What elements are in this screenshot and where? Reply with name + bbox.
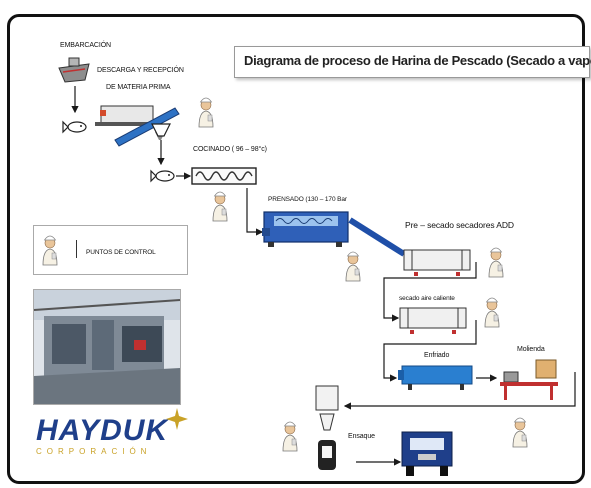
boat-icon — [55, 56, 95, 86]
fish-icon — [62, 120, 88, 134]
brand-tagline: CORPORACIÓN — [36, 447, 168, 456]
brand-name: HAYDUK — [36, 416, 168, 446]
arrow-cooker-to-press — [247, 188, 262, 232]
inspector-icon — [510, 414, 530, 448]
hot-air-dryer-icon — [400, 304, 472, 334]
cooker-icon — [192, 165, 260, 187]
inspector-icon — [486, 244, 506, 278]
fish-icon-2 — [150, 169, 176, 183]
star-icon — [166, 408, 188, 430]
inspector-icon — [343, 248, 363, 282]
inspector-icon — [196, 94, 216, 128]
hopper-icon — [152, 124, 172, 140]
legend-inspector-icon — [40, 232, 60, 266]
bagging-icon — [314, 384, 344, 480]
truck-icon — [402, 430, 462, 478]
factory-photo — [33, 289, 181, 405]
legend-divider — [76, 240, 77, 258]
press-icon — [262, 206, 352, 248]
predryer-icon — [404, 246, 476, 276]
inspector-icon — [280, 418, 300, 452]
mill-icon — [500, 358, 560, 402]
inspector-icon — [482, 294, 502, 328]
brand-logo: HAYDUK CORPORACIÓN — [36, 416, 168, 456]
unloading-station-icon — [95, 92, 185, 152]
cooler-icon — [398, 362, 478, 392]
inspector-icon — [210, 188, 230, 222]
legend-label: PUNTOS DE CONTROL — [86, 249, 156, 256]
